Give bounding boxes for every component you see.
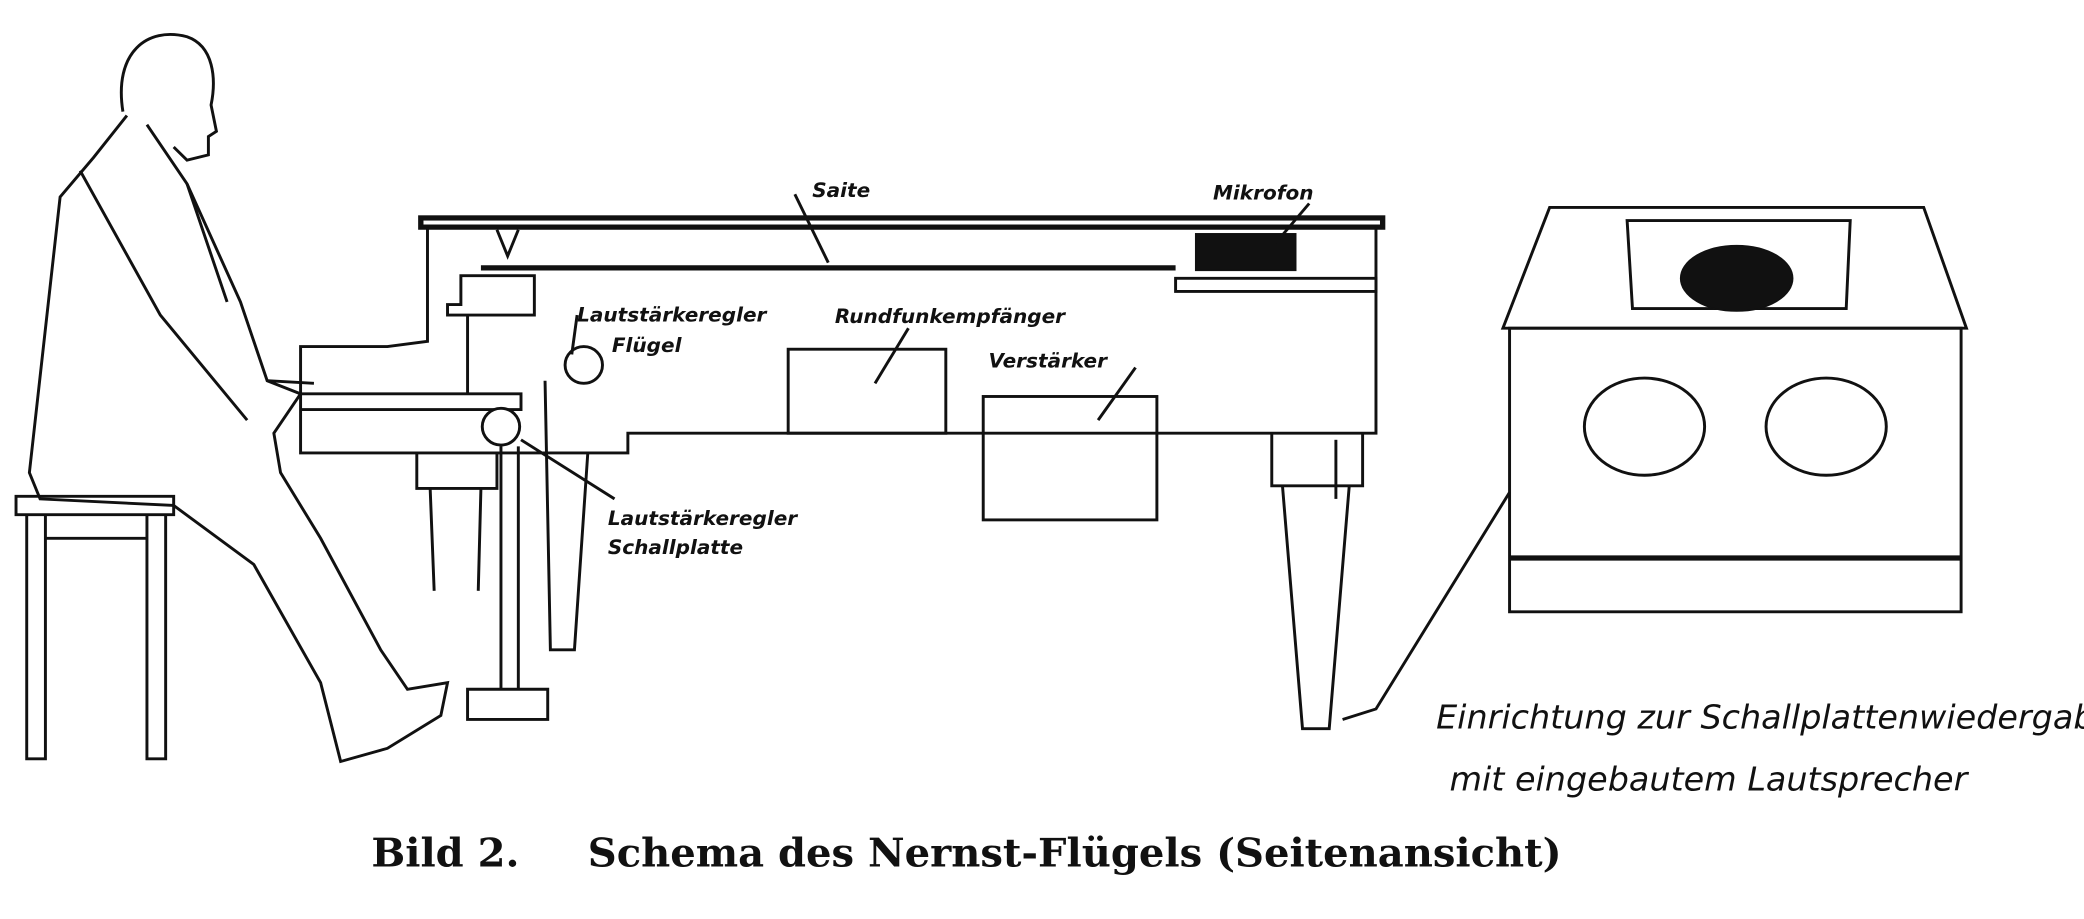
stool [14,494,176,761]
piano-lid [418,215,1386,230]
volume-knob-record [480,406,522,447]
label-regler-platte-2: Schallplatte [608,536,743,559]
caption-text: Schema des Nernst-Flügels (Seitenansicht… [588,831,1562,877]
volume-knob-piano [563,345,604,385]
caption-number: Bild 2. [371,831,519,877]
label-rundfunk: Rundfunkempfänger [835,305,1066,328]
label-mikrofon: Mikrofon [1213,182,1314,205]
record-turntable [1679,244,1794,312]
label-regler-fluegel-1: Lautstärkeregler [577,304,768,327]
label-regler-platte-1: Lautstärkeregler [608,507,799,530]
speaker-right [1764,376,1888,477]
record-player-cabinet [1342,205,1969,721]
pianist [27,33,450,764]
label-verstaerker: Verstärker [989,350,1109,373]
label-regler-fluegel-2: Flügel [612,334,683,357]
speaker-left [1582,376,1707,477]
grand-piano [299,193,1386,731]
amplifier-box [981,395,1159,522]
label-einrichtung-2: mit eingebautem Lautsprecher [1449,760,1969,799]
radio-receiver-box [786,347,948,435]
label-saite: Saite [812,179,870,202]
label-einrichtung-1: Einrichtung zur Schallplattenwiedergabe [1436,698,2084,737]
